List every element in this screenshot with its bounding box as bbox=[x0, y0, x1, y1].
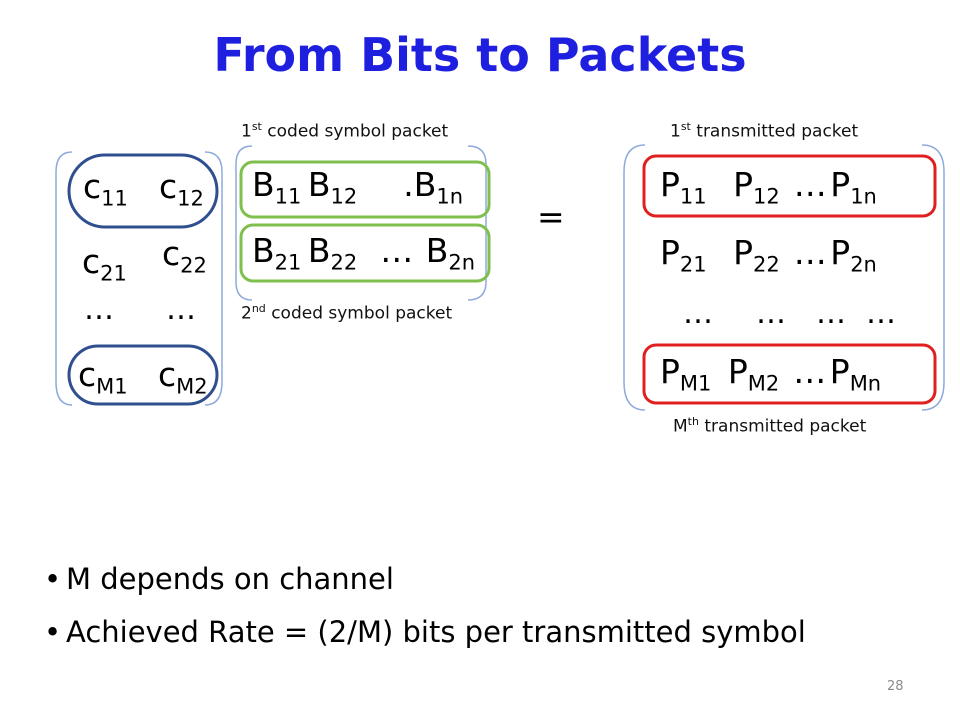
c-column-oval-bottom bbox=[67, 344, 219, 406]
p-row1-highlight bbox=[642, 154, 937, 218]
c-col2-ellipsis: … bbox=[166, 292, 196, 327]
b-row1-highlight bbox=[239, 160, 491, 219]
b-row1: B11 B12 .B1n bbox=[252, 165, 464, 209]
p-rowM: PM1 PM2 …PMn bbox=[660, 352, 882, 396]
c22-symbol: c22 bbox=[162, 234, 207, 278]
p-matrix-left-bracket bbox=[623, 144, 646, 411]
caption-second-coded-packet: 2nd coded symbol packet bbox=[241, 302, 453, 324]
c-col1-ellipsis: … bbox=[84, 292, 114, 327]
p-col3-ellipsis: … bbox=[816, 296, 846, 331]
bullet-item: •M depends on channel bbox=[44, 562, 394, 596]
caption-first-coded-packet: 1st coded symbol packet bbox=[241, 120, 449, 142]
slide-title: From Bits to Packets bbox=[213, 28, 747, 82]
p-col4-ellipsis: … bbox=[866, 296, 896, 331]
p-row1: P11 P12 …P1n bbox=[660, 165, 877, 209]
c11-symbol: c11 bbox=[83, 167, 128, 211]
bullet-item: •Achieved Rate = (2/M) bits per transmit… bbox=[44, 615, 806, 649]
p-matrix-right-bracket bbox=[921, 144, 945, 411]
cM2-symbol: cM2 bbox=[158, 355, 208, 399]
b-matrix-left-bracket bbox=[235, 145, 253, 301]
page-number: 28 bbox=[887, 679, 904, 694]
b-row2-highlight bbox=[239, 223, 491, 283]
caption-mth-transmitted-packet: Mth transmitted packet bbox=[673, 415, 867, 437]
b-row2: B21 B22 …B2n bbox=[252, 231, 476, 275]
caption-first-transmitted-packet: 1st transmitted packet bbox=[670, 120, 859, 142]
p-row2: P21 P22 …P2n bbox=[660, 233, 877, 277]
cM1-symbol: cM1 bbox=[78, 355, 128, 399]
p-col2-ellipsis: … bbox=[756, 296, 786, 331]
b-matrix-right-bracket bbox=[467, 145, 487, 301]
c-column-oval-top bbox=[67, 153, 219, 229]
p-col1-ellipsis: … bbox=[683, 296, 713, 331]
c-matrix-left-bracket bbox=[55, 151, 73, 406]
p-rowM-highlight bbox=[642, 343, 937, 405]
c-matrix-right-bracket bbox=[204, 151, 223, 406]
c21-symbol: c21 bbox=[82, 242, 127, 286]
c12-symbol: c12 bbox=[159, 167, 204, 211]
equals-sign: = bbox=[537, 197, 565, 236]
